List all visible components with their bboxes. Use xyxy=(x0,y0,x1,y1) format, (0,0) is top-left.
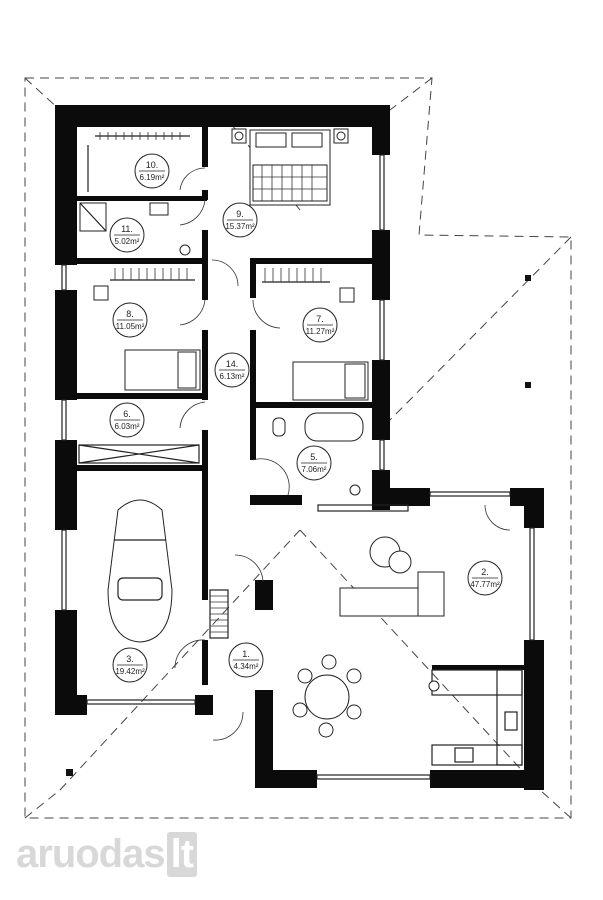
room-number: 14. xyxy=(226,359,239,369)
room-number: 11. xyxy=(121,224,133,234)
room-area: 19.42m² xyxy=(115,667,145,676)
room-label-r7: 7. 11.27m² xyxy=(302,307,338,343)
room-area: 15.37m² xyxy=(225,222,255,231)
room-label-r10: 10. 6.19m² xyxy=(134,153,170,189)
room-area: 11.27m² xyxy=(306,327,335,336)
room-label-r6: 6. 6.03m² xyxy=(109,402,145,438)
room-number: 6. xyxy=(123,409,131,419)
room-label-r3: 3. 19.42m² xyxy=(112,647,148,683)
room-number: 9. xyxy=(236,209,244,219)
watermark-text: aruodas xyxy=(16,832,166,876)
interior-walls xyxy=(77,127,524,685)
roof-marker xyxy=(525,382,531,388)
room-label-r9: 9. 15.37m² xyxy=(222,202,258,238)
room-number: 8. xyxy=(126,309,134,319)
room-label-r14: 14. 6.13m² xyxy=(214,352,250,388)
room-area: 11.05m² xyxy=(116,322,145,331)
room-area: 5.02m² xyxy=(115,237,140,246)
room-area: 4.34m² xyxy=(234,662,259,671)
room-number: 1. xyxy=(242,649,250,659)
room-number: 10. xyxy=(146,160,159,170)
roof-marker xyxy=(66,769,73,776)
room-label-r1: 1. 4.34m² xyxy=(228,642,264,678)
windows xyxy=(61,154,535,780)
room-area: 6.03m² xyxy=(115,422,140,431)
doors xyxy=(174,167,511,741)
roof-marker xyxy=(525,275,531,281)
room-label-r8: 8. 11.05m² xyxy=(112,302,148,338)
room-number: 5. xyxy=(310,452,318,462)
exterior-walls xyxy=(55,105,544,790)
room-number: 2. xyxy=(481,567,489,577)
room-labels: 10. 6.19m² 11. 5.02m² 9. 15.37m² 8. 11.05m² 7. 11… xyxy=(109,153,503,683)
room-label-r11: 11. 5.02m² xyxy=(109,217,145,253)
room-area: 47.77m² xyxy=(470,580,500,589)
room-number: 7. xyxy=(316,314,324,324)
furniture xyxy=(78,128,523,766)
room-label-r5: 5. 7.06m² xyxy=(296,445,332,481)
watermark-suffix: lt xyxy=(166,832,198,877)
room-number: 3. xyxy=(126,654,134,664)
room-area: 6.19m² xyxy=(140,173,165,182)
room-area: 6.13m² xyxy=(220,372,245,381)
room-area: 7.06m² xyxy=(302,465,327,474)
room-label-r2: 2. 47.77m² xyxy=(467,560,503,596)
